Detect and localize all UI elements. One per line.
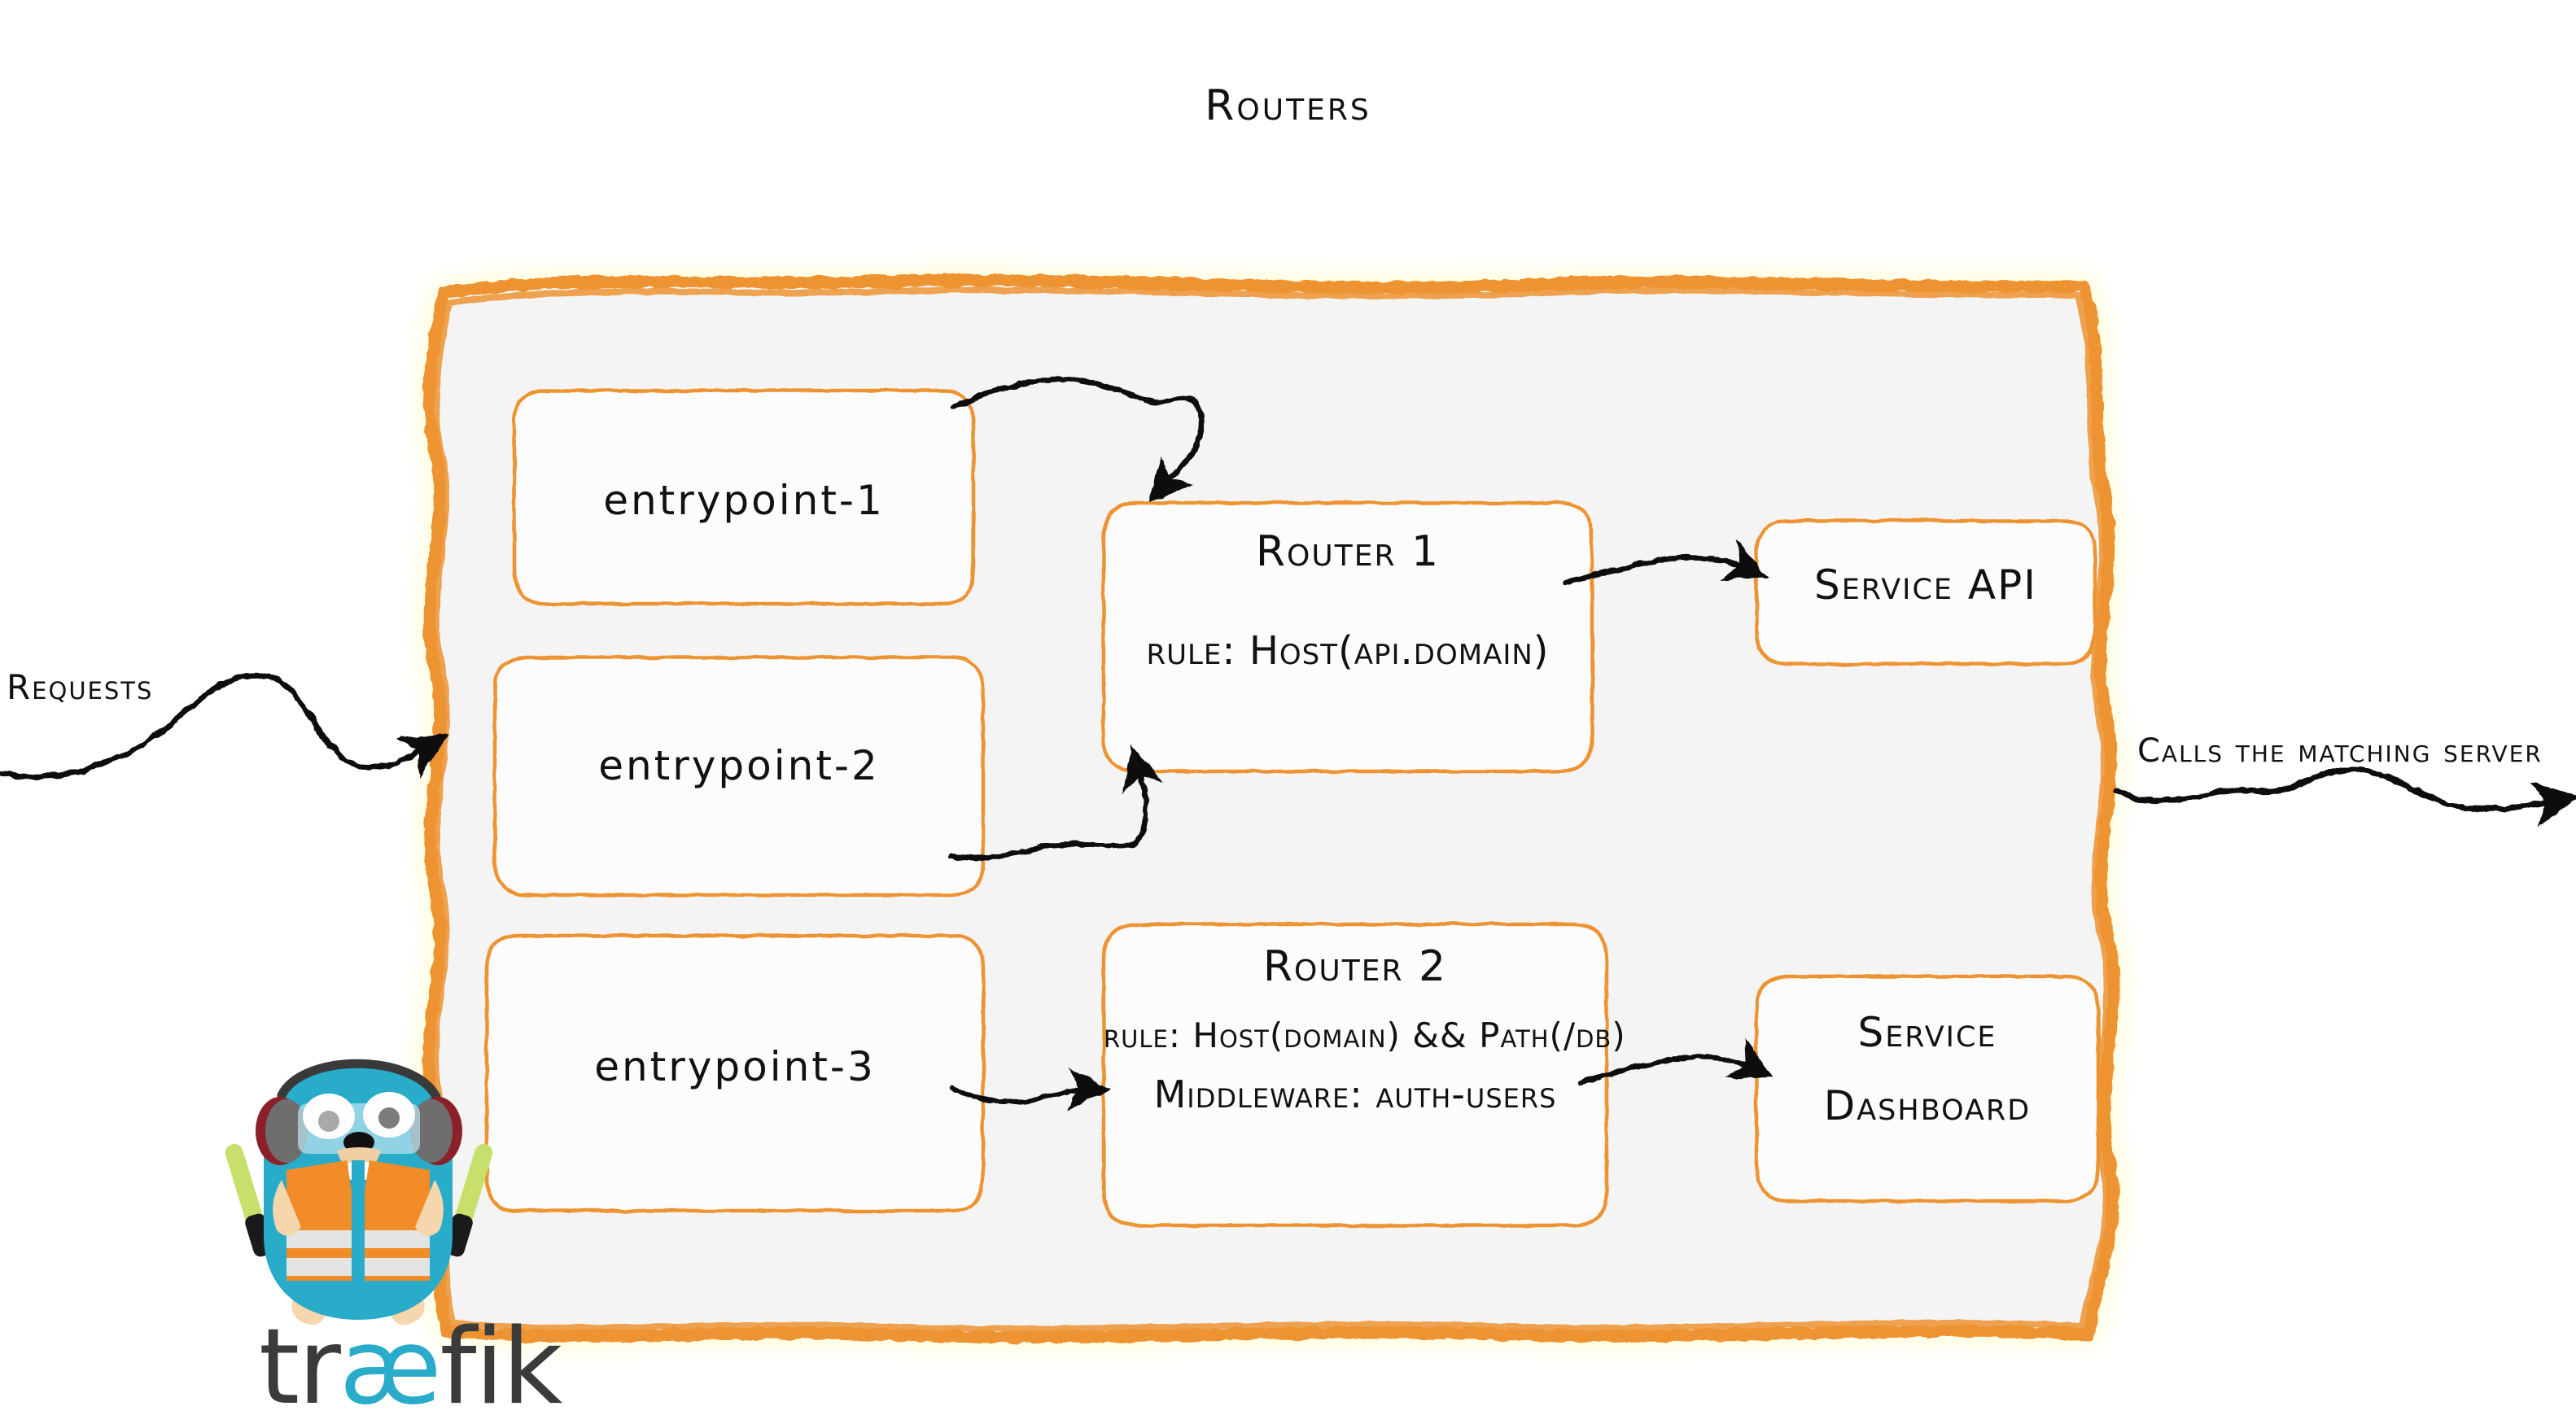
arrow-router2-to-service-dashboard (1577, 1038, 1774, 1085)
entrypoint-box-2[interactable] (492, 655, 986, 897)
router-2-title: Router 2 (1262, 942, 1448, 991)
gopher-safety-vest (286, 1160, 430, 1281)
gopher-headphone-band (277, 1059, 441, 1102)
entrypoint-label-3: entrypoint-3 (594, 1043, 876, 1090)
logo-text-part1: tr (259, 1307, 341, 1428)
arrow-requests-in (0, 672, 448, 780)
calls-matching-server-label: Calls the matching server (2137, 732, 2543, 770)
service-api-label: Service API (1813, 561, 2038, 609)
gopher-headphone-left (256, 1097, 308, 1165)
entrypoint-box-3[interactable] (484, 933, 986, 1213)
service-dashboard-label-line1: Service (1857, 1009, 1997, 1056)
arrows-group (0, 376, 2576, 1111)
requests-label: Requests (7, 667, 154, 707)
router-1-rule: rule: Host(api.domain) (1146, 628, 1550, 674)
entrypoint-label-2: entrypoint-2 (598, 742, 880, 789)
arrow-entrypoint2-to-router1 (947, 745, 1165, 861)
gopher-arm-right (415, 1180, 444, 1237)
service-box-dashboard[interactable] (1754, 974, 2101, 1203)
router-2-middleware: Middleware: auth-users (1153, 1072, 1557, 1116)
service-dashboard-label-line2: Dashboard (1823, 1082, 2031, 1129)
logo-text-part2: fik (440, 1307, 563, 1428)
entrypoint-box-1[interactable] (512, 388, 976, 606)
router-box-2[interactable] (1101, 922, 1609, 1228)
gopher-arm-left (273, 1180, 301, 1237)
arrow-entrypoint3-to-router2 (951, 1067, 1111, 1111)
logo-text-accent: æ (339, 1307, 442, 1428)
arrow-router1-to-service-api (1563, 539, 1769, 586)
router-box-1[interactable] (1101, 500, 1594, 774)
arrow-calls-matching-server (2113, 766, 2576, 828)
router-2-rule: rule: Host(domain) && Path(/db) (1104, 1015, 1626, 1055)
router-1-title: Router 1 (1255, 527, 1441, 576)
arrow-entrypoint1-to-router1 (949, 376, 1205, 503)
traefik-gopher-mascot (225, 1059, 493, 1325)
page-title: Routers (1205, 81, 1371, 130)
entrypoint-label-1: entrypoint-1 (603, 477, 885, 524)
gopher-headphone-right (410, 1097, 462, 1165)
traefik-logo-wordmark: træfik (259, 1307, 563, 1428)
